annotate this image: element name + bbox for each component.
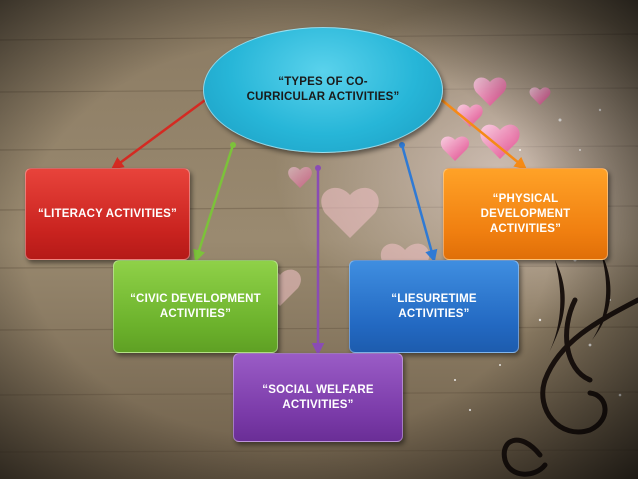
center-node-label: “TYPES OF CO- CURRICULAR ACTIVITIES” [246, 76, 400, 103]
node-physical-label: “PHYSICAL DEVELOPMENT ACTIVITIES” [480, 192, 571, 235]
connector-literacy [110, 93, 213, 170]
connector-civic [193, 144, 235, 263]
node-physical-development-activities: “PHYSICAL DEVELOPMENT ACTIVITIES” [443, 168, 608, 260]
node-civic-label: “CIVIC DEVELOPMENT ACTIVITIES” [130, 292, 261, 320]
node-literacy-label: “LITERACY ACTIVITIES” [37, 207, 178, 220]
node-literacy-activities: “LITERACY ACTIVITIES” [25, 168, 190, 260]
center-node-types-of-co-curricular-activities: “TYPES OF CO- CURRICULAR ACTIVITIES” [203, 27, 443, 153]
node-civic-development-activities: “CIVIC DEVELOPMENT ACTIVITIES” [113, 260, 278, 353]
node-social-welfare-activities: “SOCIAL WELFARE ACTIVITIES” [233, 353, 403, 442]
connector-leisure [400, 144, 438, 263]
connector-physical [431, 91, 527, 170]
node-leisure-label: “LIESURETIME ACTIVITIES” [391, 292, 477, 320]
node-liesuretime-activities: “LIESURETIME ACTIVITIES” [349, 260, 519, 353]
node-social-label: “SOCIAL WELFARE ACTIVITIES” [262, 383, 374, 411]
